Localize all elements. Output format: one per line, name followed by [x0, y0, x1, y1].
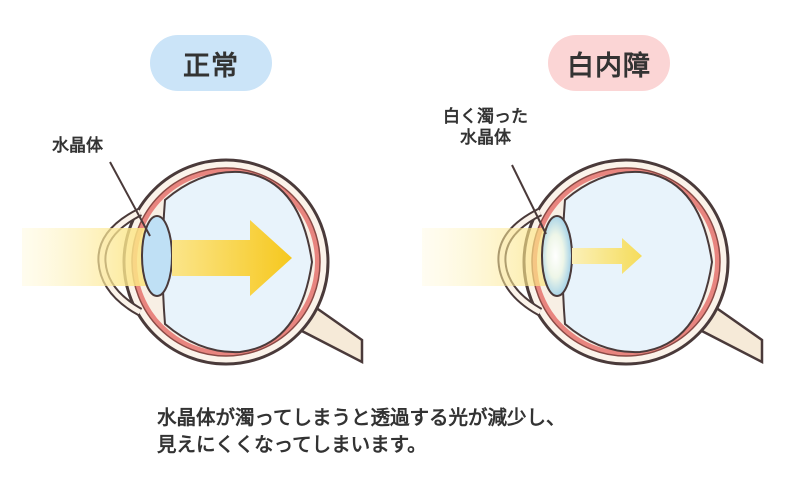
cataract-label-line2: 水晶体 — [460, 128, 511, 148]
lens-pointer — [109, 161, 151, 237]
normal-eye — [22, 158, 364, 366]
caption-line1: 水晶体が濁ってしまうと透過する光が減少し、 — [157, 406, 566, 429]
normal-title: 正常 — [183, 50, 239, 82]
light-beam — [22, 228, 157, 286]
vitreous-body — [561, 170, 714, 354]
cloudy-lens — [541, 215, 573, 297]
light-arrow — [172, 220, 292, 296]
caption-line2: 見えにくくなってしまいます。 — [157, 433, 427, 456]
cataract-eye — [422, 158, 764, 366]
weak-light-arrow — [572, 238, 642, 274]
cataract-title-badge: 白内障 — [548, 35, 670, 91]
light-beam — [422, 228, 557, 286]
caption: 水晶体が濁ってしまうと透過する光が減少し、 見えにくくなってしまいます。 — [157, 404, 566, 458]
cataract-title: 白内障 — [567, 50, 651, 82]
normal-title-badge: 正常 — [150, 35, 272, 91]
normal-lens-label: 水晶体 — [52, 136, 103, 156]
lens-pointer — [511, 164, 547, 235]
cataract-lens-label: 白く濁った 水晶体 — [443, 107, 528, 149]
cataract-label-line1: 白く濁った — [443, 107, 528, 127]
